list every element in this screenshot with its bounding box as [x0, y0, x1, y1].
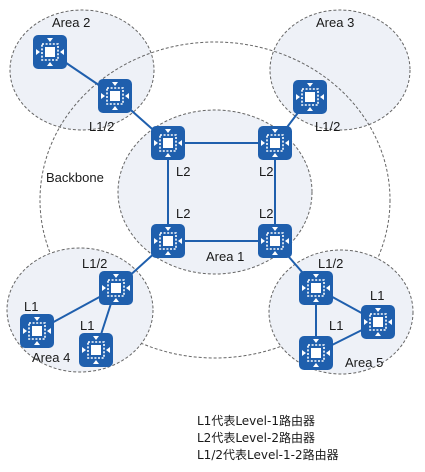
- core-tr-router-label: L2: [259, 164, 273, 179]
- core-bl-router-icon: [150, 223, 186, 259]
- core-br-router-label: L2: [259, 206, 273, 221]
- area5-l1b-router-label: L1: [329, 318, 343, 333]
- area2-label: Area 2: [52, 15, 90, 30]
- area5-label: Area 5: [345, 355, 383, 370]
- core-tl-router-label: L2: [176, 164, 190, 179]
- area5-l12-router-label: L1/2: [318, 256, 343, 271]
- area3-l12-router-icon: [292, 79, 328, 115]
- legend-line-l2: L2代表Level-2路由器: [197, 431, 315, 445]
- area4-l1b-router-icon: [78, 332, 114, 368]
- area4-l1b-router-label: L1: [80, 318, 94, 333]
- area2-l12-router-icon: [97, 78, 133, 114]
- area4-l12-router-icon: [98, 270, 134, 306]
- legend-line-l12: L1/2代表Level-1-2路由器: [197, 448, 339, 462]
- legend-line-l1: L1代表Level-1路由器: [197, 414, 315, 428]
- legend: L1代表Level-1路由器 L2代表Level-2路由器 L1/2代表Leve…: [197, 413, 339, 464]
- area2-l1-router-icon: [32, 34, 68, 70]
- area5-l1a-router-icon: [360, 304, 396, 340]
- area4-l12-router-label: L1/2: [82, 256, 107, 271]
- area3-label: Area 3: [316, 15, 354, 30]
- core-tr-router-icon: [257, 125, 293, 161]
- backbone-label: Backbone: [46, 170, 104, 185]
- core-br-router-icon: [257, 223, 293, 259]
- core-tl-router-icon: [150, 125, 186, 161]
- area5-l12-router-icon: [298, 270, 334, 306]
- area4-label: Area 4: [32, 350, 70, 365]
- core-bl-router-label: L2: [176, 206, 190, 221]
- area4-l1a-router-label: L1: [24, 299, 38, 314]
- area5-l1b-router-icon: [298, 335, 334, 371]
- area1-label: Area 1: [206, 249, 244, 264]
- area4-l1a-router-icon: [19, 313, 55, 349]
- area3-l12-router-label: L1/2: [315, 119, 340, 134]
- area5-l1a-router-label: L1: [370, 288, 384, 303]
- backbone-region: [39, 41, 391, 359]
- area2-l12-router-label: L1/2: [89, 119, 114, 134]
